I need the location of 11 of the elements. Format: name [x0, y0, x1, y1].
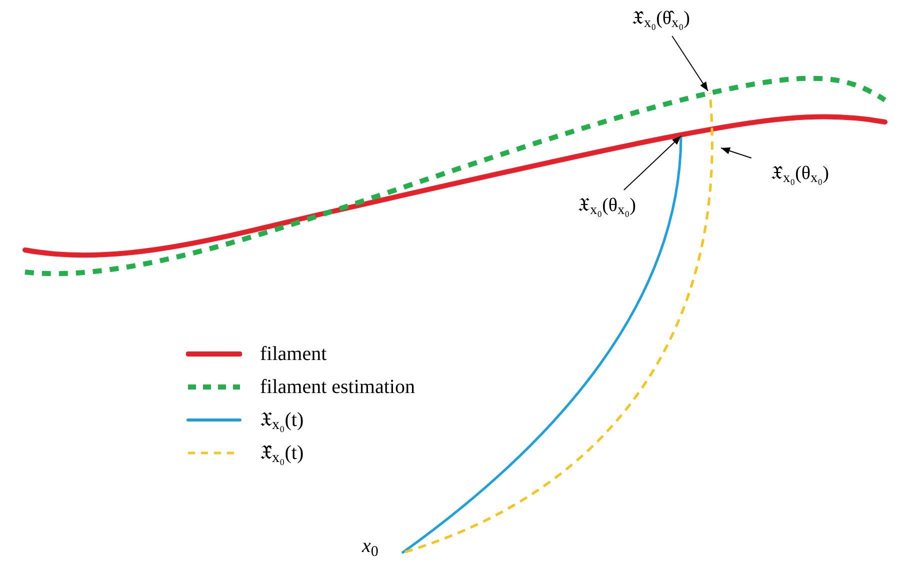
leader-line: [623, 136, 682, 190]
math-label: 𝔛̂$_{x₀}$(θ̂$_{x₀}$): [632, 6, 690, 32]
legend-label: filament estimation: [260, 374, 415, 400]
leader-line: [672, 36, 708, 92]
legend-label: 𝔛$_{x₀}$(t): [260, 408, 304, 432]
math-label: 𝔛$_{x₀}$(θ$_{x₀}$): [578, 194, 636, 218]
legend-label: 𝔛̂$_{x₀}$(t): [260, 440, 304, 466]
leader-line: [720, 147, 752, 158]
start-point-label: x$_{0}$: [362, 536, 378, 556]
math-label: 𝔛̂$_{x₀}$(θ$_{x₀}$): [771, 162, 829, 186]
legend-label: filament: [260, 342, 327, 366]
